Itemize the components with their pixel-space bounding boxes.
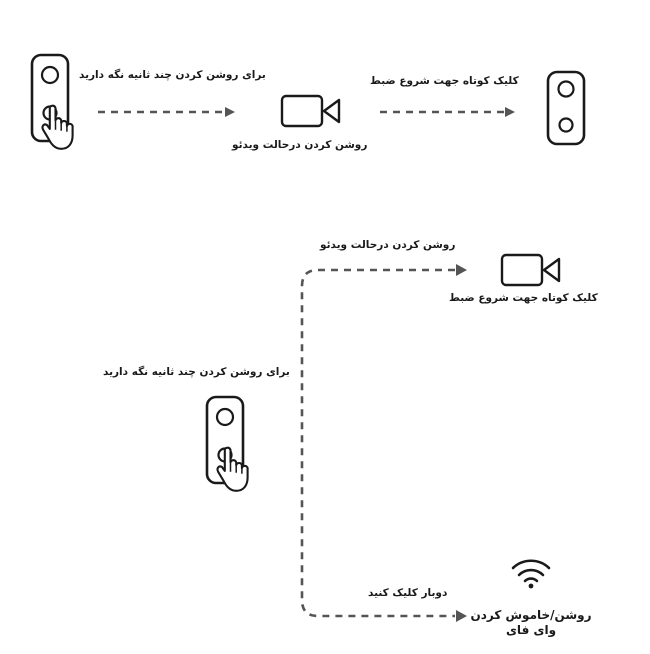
- bottom-hold-instruction: برای روشن کردن چند ثانیه نگه دارید: [103, 366, 290, 378]
- wifi-toggle-label-line2: وای فای: [505, 623, 557, 637]
- dashed-branch-path: [300, 268, 455, 618]
- hand-press-camera-icon: [30, 53, 74, 150]
- double-click-label: دوبار کلیک کنید: [368, 587, 448, 599]
- top-hold-instruction: برای روشن کردن چند ثانیه نگه دارید: [79, 69, 266, 81]
- top-video-mode-label: روشن کردن درحالت ویدئو: [232, 139, 368, 151]
- hand-press-camera-icon: [205, 395, 249, 492]
- wifi-icon: [511, 559, 551, 589]
- arrowhead-lower: [456, 610, 467, 622]
- bottom-video-mode-label: روشن کردن درحالت ویدئو: [320, 239, 456, 251]
- wifi-toggle-label: روشن/خاموش کردن وای فای: [465, 608, 597, 638]
- camera-device-icon: [546, 70, 586, 146]
- bottom-short-click-label: کلیک کوتاه جهت شروع ضبط: [449, 292, 598, 304]
- top-short-click-label: کلیک کوتاه جهت شروع ضبط: [370, 75, 519, 87]
- arrowhead-upper: [456, 264, 467, 276]
- video-camera-icon: [500, 253, 561, 287]
- wifi-toggle-label-line1: روشن/خاموش کردن: [470, 608, 592, 622]
- video-camera-icon: [280, 94, 341, 128]
